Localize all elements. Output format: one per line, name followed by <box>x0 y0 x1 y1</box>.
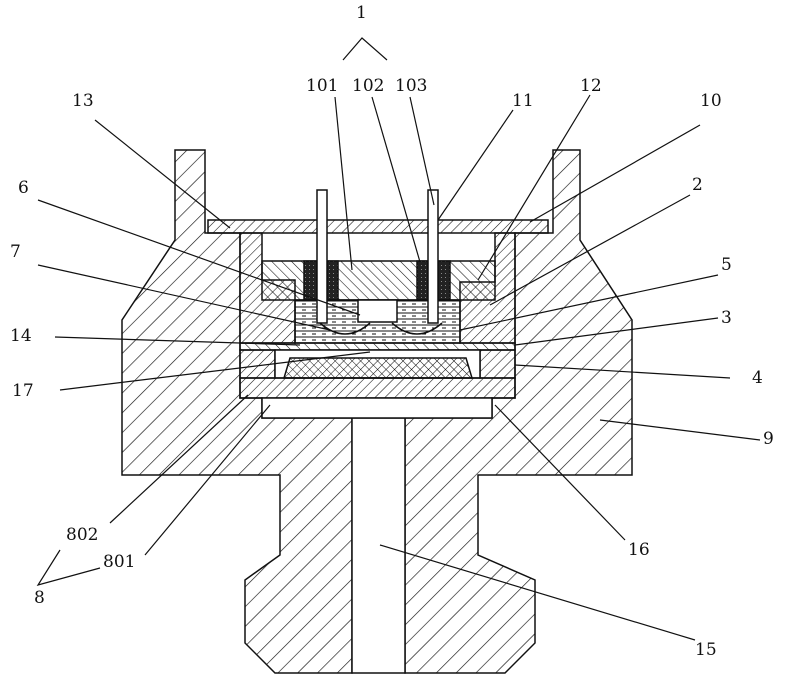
crosshatch-4 <box>282 357 474 379</box>
leader-lines <box>36 37 761 641</box>
label-8: 8 <box>34 588 45 608</box>
label-14: 14 <box>10 326 32 346</box>
arc <box>391 322 443 335</box>
coil <box>303 260 318 301</box>
pin <box>316 189 328 324</box>
label-17: 17 <box>12 381 34 401</box>
label-2: 2 <box>692 175 703 195</box>
label-4: 4 <box>752 368 763 388</box>
pin <box>427 189 439 324</box>
label-9: 9 <box>763 429 774 449</box>
label-1: 1 <box>356 3 367 23</box>
label-802: 802 <box>66 525 99 545</box>
label-7: 7 <box>10 242 21 262</box>
coil <box>326 260 339 301</box>
arc <box>319 322 371 335</box>
label-12: 12 <box>580 76 602 96</box>
coil <box>416 260 429 301</box>
coil <box>437 260 451 301</box>
label-10: 10 <box>700 91 722 111</box>
gap-16 <box>261 397 493 419</box>
label-5: 5 <box>721 255 732 275</box>
label-6: 6 <box>18 178 29 198</box>
label-16: 16 <box>628 540 650 560</box>
plate-10 <box>207 219 549 234</box>
label-102: 102 <box>352 76 385 96</box>
ring-17-right <box>479 349 516 379</box>
base-801 <box>239 377 516 399</box>
chip <box>357 299 398 323</box>
label-11: 11 <box>512 91 534 111</box>
label-13: 13 <box>72 91 94 111</box>
label-801: 801 <box>103 552 136 572</box>
label-101: 101 <box>306 76 339 96</box>
bore-15 <box>351 417 406 674</box>
label-3: 3 <box>721 308 732 328</box>
label-15: 15 <box>695 640 717 660</box>
label-103: 103 <box>395 76 428 96</box>
cap-101 <box>261 260 496 301</box>
